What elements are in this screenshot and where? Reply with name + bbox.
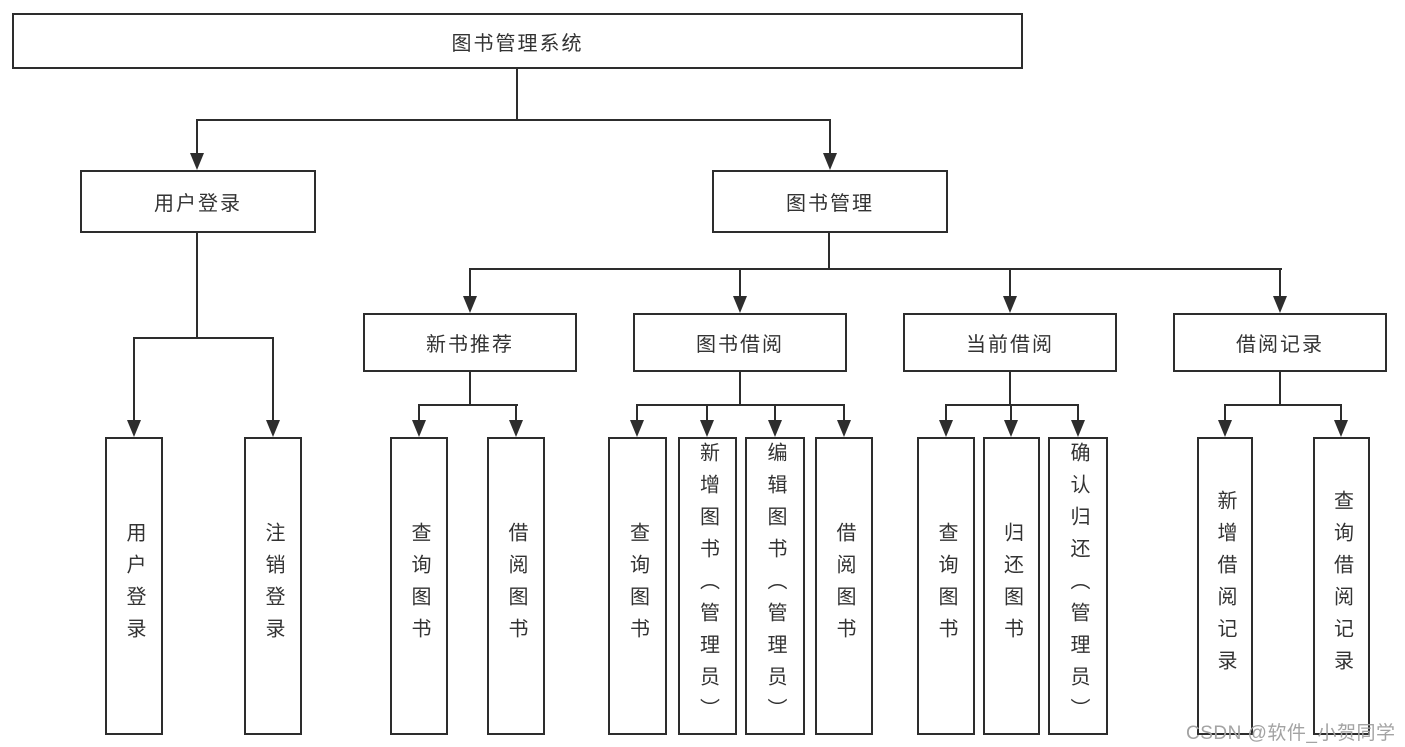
- connector-drop: [945, 406, 947, 422]
- node-current-borrow: 当前借阅: [903, 313, 1117, 372]
- node-label: 借阅记录: [1236, 334, 1324, 356]
- connector-new-book-stem: [469, 372, 471, 405]
- node-label: 新增借阅记录: [1214, 490, 1236, 682]
- connector-new-book-split: [418, 404, 518, 406]
- connector-drop: [706, 406, 708, 422]
- node-label: 用户登录: [123, 522, 145, 650]
- arrowhead-icon: [266, 420, 280, 437]
- arrowhead-icon: [127, 420, 141, 437]
- connector-drop: [1010, 406, 1012, 422]
- node-label: 图书借阅: [696, 334, 784, 356]
- connector-drop-current-borrow: [1009, 270, 1011, 298]
- connector-drop: [418, 406, 420, 422]
- leaf-query-borrow-record: 查询借阅记录: [1313, 437, 1370, 735]
- connector-drop: [636, 406, 638, 422]
- node-label: 确认归还（管理员）: [1067, 442, 1089, 730]
- leaf-user-login: 用户登录: [105, 437, 163, 735]
- arrowhead-icon: [1273, 296, 1287, 313]
- arrowhead-icon: [1071, 420, 1085, 437]
- leaf-borrow-books: 借阅图书: [815, 437, 873, 735]
- connector-drop: [1077, 406, 1079, 422]
- node-label: 当前借阅: [966, 334, 1054, 356]
- arrowhead-icon: [630, 420, 644, 437]
- leaf-add-borrow-record: 新增借阅记录: [1197, 437, 1253, 735]
- connector-root-stem: [516, 69, 518, 119]
- connector-drop: [774, 406, 776, 422]
- leaf-add-book-admin: 新增图书（管理员）: [678, 437, 737, 735]
- arrowhead-icon: [823, 153, 837, 170]
- node-root: 图书管理系统: [12, 13, 1023, 69]
- leaf-borrow-books-recommend: 借阅图书: [487, 437, 545, 735]
- arrowhead-icon: [733, 296, 747, 313]
- arrowhead-icon: [768, 420, 782, 437]
- node-label: 查询借阅记录: [1330, 490, 1353, 682]
- leaf-logout: 注销登录: [244, 437, 302, 735]
- connector-book-mgmt-split: [469, 268, 1282, 270]
- connector-drop-new-book: [469, 270, 471, 298]
- arrowhead-icon: [700, 420, 714, 437]
- connector-current-borrow-stem: [1009, 372, 1011, 405]
- connector-drop-book-borrow: [739, 270, 741, 298]
- leaf-query-books-current: 查询图书: [917, 437, 975, 735]
- node-label: 用户登录: [154, 193, 242, 215]
- connector-user-login-stem: [196, 233, 198, 337]
- leaf-confirm-return-admin: 确认归还（管理员）: [1048, 437, 1108, 735]
- node-book-borrow: 图书借阅: [633, 313, 847, 372]
- connector-user-login-split: [133, 337, 274, 339]
- leaf-edit-book-admin: 编辑图书（管理员）: [745, 437, 805, 735]
- node-label: 新书推荐: [426, 334, 514, 356]
- node-book-management: 图书管理: [712, 170, 948, 233]
- leaf-query-books-borrow: 查询图书: [608, 437, 667, 735]
- connector-root-split: [196, 119, 831, 121]
- node-borrow-records: 借阅记录: [1173, 313, 1387, 372]
- leaf-query-books-recommend: 查询图书: [390, 437, 448, 735]
- connector-drop-leaf-logout: [272, 339, 274, 421]
- connector-drop-book-mgmt: [829, 121, 831, 155]
- connector-drop: [1340, 406, 1342, 422]
- node-new-book-recommend: 新书推荐: [363, 313, 577, 372]
- connector-drop-leaf-user-login: [133, 339, 135, 421]
- arrowhead-icon: [509, 420, 523, 437]
- connector-borrow-records-stem: [1279, 372, 1281, 405]
- node-label: 归还图书: [1000, 522, 1023, 650]
- node-label: 新增图书（管理员）: [696, 442, 719, 730]
- connector-drop: [1224, 406, 1226, 422]
- node-label: 编辑图书（管理员）: [764, 442, 786, 730]
- node-label: 注销登录: [262, 522, 284, 650]
- watermark: CSDN @软件_小贺同学: [1186, 723, 1396, 744]
- arrowhead-icon: [190, 153, 204, 170]
- arrowhead-icon: [1003, 296, 1017, 313]
- node-label: 查询图书: [626, 522, 649, 650]
- connector-drop: [843, 406, 845, 422]
- arrowhead-icon: [412, 420, 426, 437]
- arrowhead-icon: [463, 296, 477, 313]
- node-label: 查询图书: [935, 522, 957, 650]
- connector-drop-borrow-records: [1279, 270, 1281, 298]
- node-user-login: 用户登录: [80, 170, 316, 233]
- connector-drop-user-login: [196, 121, 198, 155]
- connector-book-borrow-stem: [739, 372, 741, 405]
- arrowhead-icon: [1334, 420, 1348, 437]
- node-label: 借阅图书: [833, 522, 855, 650]
- connector-drop: [515, 406, 517, 422]
- arrowhead-icon: [1218, 420, 1232, 437]
- arrowhead-icon: [837, 420, 851, 437]
- connector-borrow-records-split: [1224, 404, 1342, 406]
- arrowhead-icon: [1004, 420, 1018, 437]
- node-label: 图书管理: [786, 193, 874, 215]
- leaf-return-book: 归还图书: [983, 437, 1040, 735]
- connector-current-borrow-split: [945, 404, 1079, 406]
- arrowhead-icon: [939, 420, 953, 437]
- node-label: 查询图书: [408, 522, 430, 650]
- node-label: 图书管理系统: [451, 32, 584, 55]
- node-label: 借阅图书: [505, 522, 527, 650]
- connector-book-mgmt-stem: [828, 233, 830, 269]
- connector-book-borrow-split: [636, 404, 845, 406]
